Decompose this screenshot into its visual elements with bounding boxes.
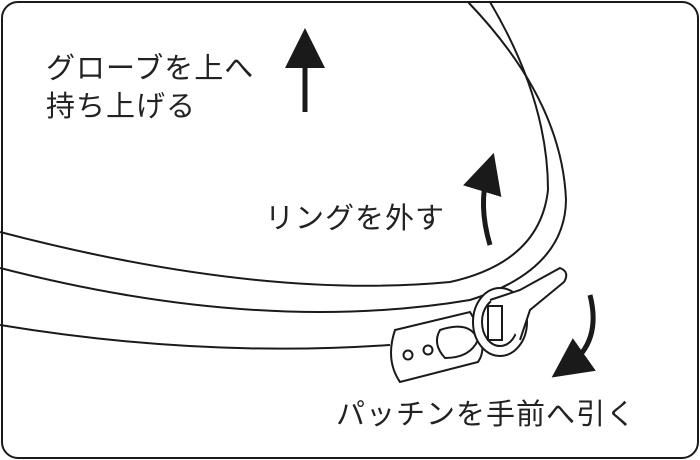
strap-hole — [422, 344, 434, 356]
ring-instruction: リングを外す — [265, 201, 446, 235]
lift-instruction: グローブを上へ 持ち上げる — [46, 50, 254, 125]
latch-strap — [390, 310, 484, 384]
strap-hole — [402, 349, 414, 361]
latch-instruction: パッチンを手前へ引く — [336, 397, 637, 431]
lift-instruction-line2: 持ち上げる — [46, 88, 197, 123]
lift-instruction-line1: グローブを上へ — [46, 51, 255, 85]
globe-outline — [0, 1, 568, 350]
latch-pull-arrow — [551, 294, 596, 378]
ring-remove-arrow — [463, 152, 502, 246]
ring — [472, 266, 568, 357]
